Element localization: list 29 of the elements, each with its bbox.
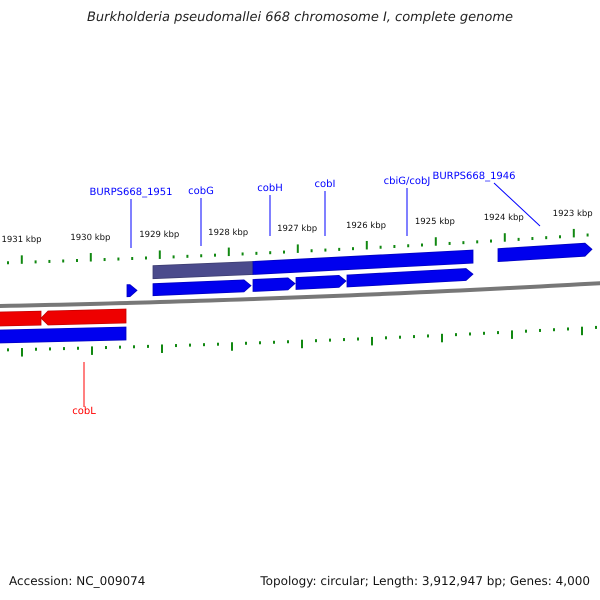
leader-line [324, 190, 326, 236]
leader-line [130, 198, 132, 248]
scale-label: 1925 kbp [414, 218, 455, 227]
gene-label: cbiG/cobJ [384, 177, 430, 187]
scale-label: 1926 kbp [346, 222, 386, 230]
gene-label: cobG [188, 187, 214, 197]
scale-label: 1924 kbp [484, 214, 524, 223]
gene-label: cobI [314, 180, 336, 190]
gene-label: cobL [72, 407, 96, 417]
gene-label: BURPS668_1946 [432, 172, 516, 182]
gene-block [498, 242, 593, 262]
scale-label: 1931 kbp [1, 236, 42, 245]
scale-label: 1928 kbp [208, 228, 248, 238]
leader-line [494, 182, 540, 226]
accession-text: Accession: NC_009074 [9, 575, 146, 587]
gene-block [152, 261, 254, 280]
gene-block [0, 326, 126, 344]
gene-block [252, 277, 296, 292]
leader-line [406, 188, 408, 236]
gene-label: cobH [257, 184, 283, 194]
gene-block [126, 284, 138, 298]
scale-label: 1927 kbp [277, 225, 318, 234]
scale-label: 1929 kbp [139, 231, 180, 240]
scale-label: 1923 kbp [552, 210, 593, 218]
scale-label: 1930 kbp [70, 234, 110, 243]
leader-line [200, 198, 202, 246]
genome-info-text: Topology: circular; Length: 3,912,947 bp; Genes: 4,000 [260, 575, 590, 587]
gene-label: BURPS668_1951 [89, 188, 173, 198]
title: Burkholderia pseudomallei 668 chromosome I, complete genome [86, 11, 514, 24]
